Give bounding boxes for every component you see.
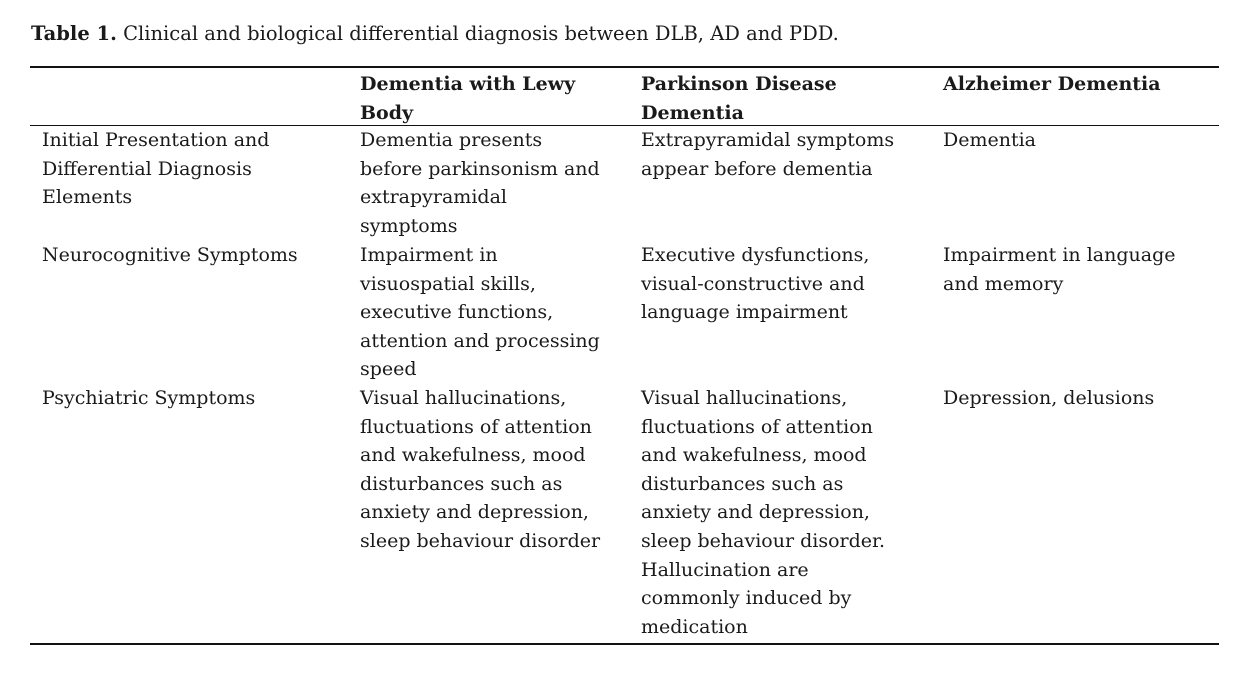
bottom-rule xyxy=(30,643,1219,645)
table-cell: Depression, delusions xyxy=(943,387,1155,409)
table-cell: Initial Presentation and Differential Di… xyxy=(42,129,270,209)
header-cell: Dementia with Lewy Body xyxy=(360,73,576,124)
table-cell: Impairment in language and memory xyxy=(943,244,1176,295)
table-cell: Neurocognitive Symptoms xyxy=(42,244,298,266)
table-cell: Dementia xyxy=(943,129,1037,151)
header-rule xyxy=(30,125,1219,126)
table-row: Neurocognitive Symptoms Impairment in vi… xyxy=(30,241,1219,384)
table-cell: Impairment in visuospatial skills, execu… xyxy=(360,244,600,381)
table-header-row: Dementia with Lewy Body Parkinson Diseas… xyxy=(30,68,1219,125)
table-cell: Visual hallucinations, fluctuations of a… xyxy=(641,387,886,638)
table-row: Initial Presentation and Differential Di… xyxy=(30,126,1219,241)
differential-diagnosis-table: Dementia with Lewy Body Parkinson Diseas… xyxy=(30,66,1219,645)
header-cell: Parkinson Disease Dementia xyxy=(641,73,837,124)
header-cell: Alzheimer Dementia xyxy=(943,73,1161,95)
table-cell: Psychiatric Symptoms xyxy=(42,387,256,409)
table-cell: Executive dysfunctions, visual-construct… xyxy=(641,244,870,324)
table-cell: Visual hallucinations, fluctuations of a… xyxy=(360,387,601,552)
caption-label: Table 1. xyxy=(31,22,117,45)
table-cell: Extrapyramidal symptoms appear before de… xyxy=(641,129,895,180)
top-rule xyxy=(30,66,1219,68)
table-cell: Dementia presents before parkinsonism an… xyxy=(360,129,600,237)
table-row: Psychiatric Symptoms Visual hallucinatio… xyxy=(30,384,1219,643)
caption-text: Clinical and biological differential dia… xyxy=(123,22,839,45)
table-caption: Table 1. Clinical and biological differe… xyxy=(31,22,839,45)
